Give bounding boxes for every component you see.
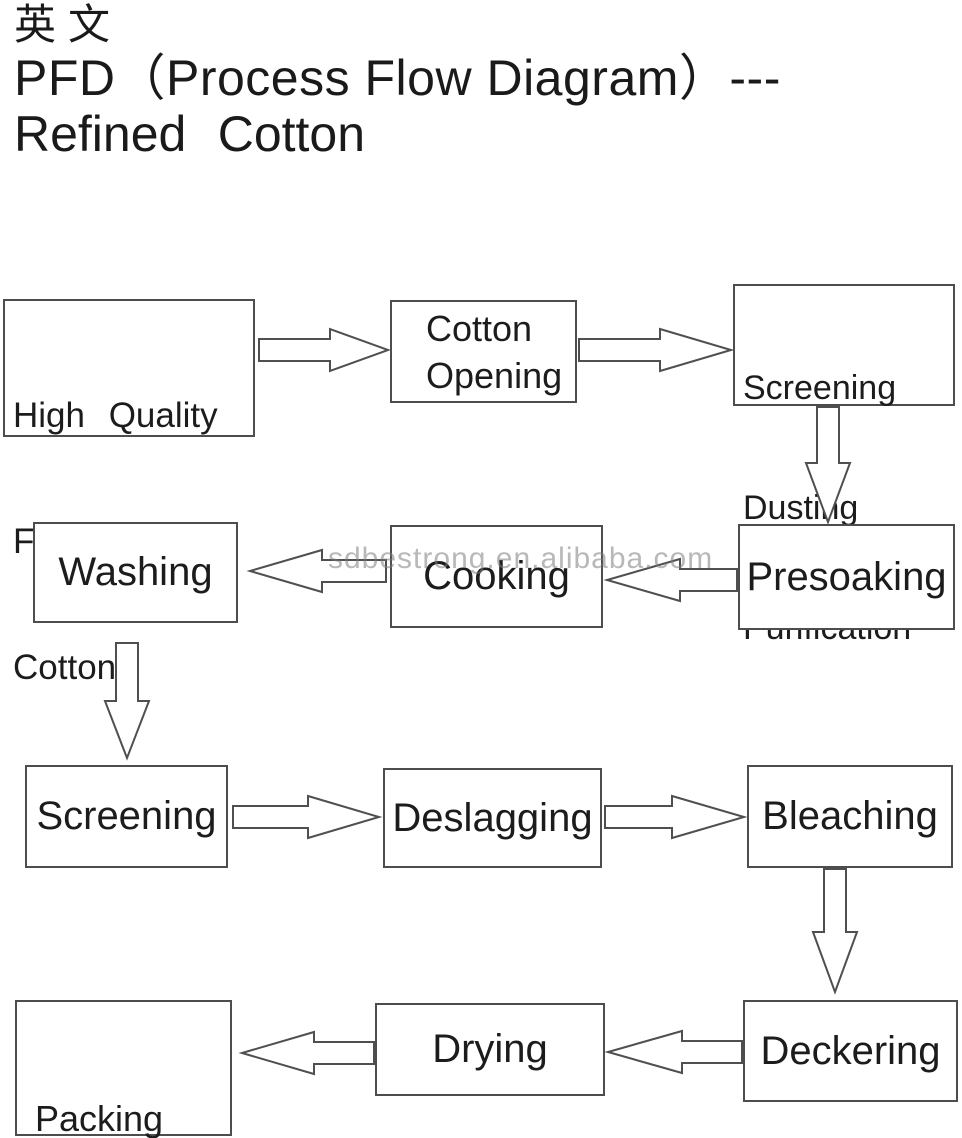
arrow-presoaking-to-cooking xyxy=(603,557,738,603)
node-label: Drying xyxy=(432,1027,548,1071)
arrow-drying-to-packing xyxy=(238,1030,375,1076)
node-washing: Washing xyxy=(33,522,238,623)
page-title: PFD（Process Flow Diagram）--- xyxy=(14,50,781,106)
arrow-bleaching-to-deckering xyxy=(811,868,859,995)
node-label: Deslagging xyxy=(392,795,593,840)
node-screening: Screening xyxy=(25,765,228,868)
node-bleaching: Bleaching xyxy=(747,765,953,868)
node-label: Deckering xyxy=(760,1028,941,1073)
node-packing-then-put-in-stock: Packing Then put in stock xyxy=(15,1000,232,1138)
page-subtitle: Refined Cotton xyxy=(14,106,366,162)
node-deslagging: Deslagging xyxy=(383,768,602,868)
arrow-high-quality-to-cotton-opening xyxy=(258,327,391,373)
title-block: 英文 PFD（Process Flow Diagram）--- Refined … xyxy=(14,0,781,162)
node-cotton-opening: Cotton Opening xyxy=(390,300,577,403)
node-cooking: Cooking xyxy=(390,525,603,628)
node-drying: Drying xyxy=(375,1003,605,1096)
node-high-quality-first-cut-cotton: High Quality First Cut Cotton xyxy=(3,299,255,687)
node-label: Packing Then put in stock xyxy=(35,1098,164,1138)
node-deckering: Deckering xyxy=(743,1000,958,1102)
node-label: Cooking xyxy=(423,554,570,598)
arrow-screening-dusting-to-presoaking xyxy=(804,406,852,525)
node-label: Screening xyxy=(36,794,217,838)
title-language-tag: 英文 xyxy=(14,1,123,48)
node-label: Cotton Opening xyxy=(426,307,563,396)
node-screening-dusting-purification: Screening Dusting Purification xyxy=(733,284,955,647)
node-label: Presoaking xyxy=(746,554,947,599)
node-label: Bleaching xyxy=(762,794,938,838)
arrow-deslagging-to-bleaching xyxy=(604,794,748,840)
node-presoaking: Presoaking xyxy=(738,524,955,630)
arrow-deckering-to-drying xyxy=(604,1029,743,1075)
arrow-cooking-to-washing xyxy=(246,548,387,594)
arrow-cotton-opening-to-screening-dusting xyxy=(578,327,735,373)
arrow-screening-to-deslagging xyxy=(232,794,383,840)
node-label: Washing xyxy=(58,550,213,594)
arrow-washing-to-screening xyxy=(103,642,151,761)
